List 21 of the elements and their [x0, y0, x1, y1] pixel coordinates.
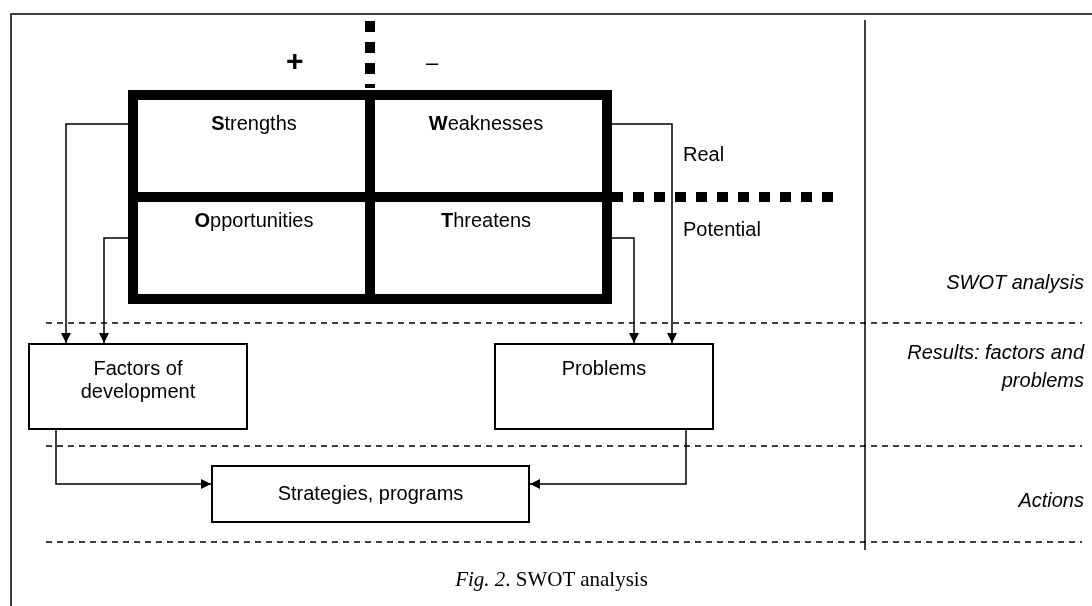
- process-box: Problems: [494, 343, 714, 430]
- plus-sign: +: [286, 44, 304, 78]
- arrow: [55, 429, 212, 489]
- process-box: Factors of development: [28, 343, 248, 430]
- arrow: [611, 237, 639, 344]
- stage-label: Results: factors and problems: [906, 340, 1084, 393]
- stage-label: Actions: [1016, 488, 1084, 513]
- swot-quadrant: Strengths: [128, 90, 375, 202]
- swot-quadrant: Weaknesses: [365, 90, 612, 202]
- swot-quadrant: Opportunities: [128, 192, 375, 304]
- arrow: [611, 123, 677, 344]
- arrow: [529, 429, 687, 489]
- region-label: Potential: [683, 218, 761, 241]
- figure-caption: Fig. 2. SWOT analysis: [455, 567, 648, 591]
- stage-label: SWOT analysis: [945, 270, 1084, 295]
- arrow: [99, 237, 129, 344]
- arrow: [61, 123, 129, 344]
- minus-sign: –: [426, 50, 439, 76]
- swot-quadrant: Threatens: [365, 192, 612, 304]
- process-box: Strategies, programs: [211, 465, 530, 523]
- region-label: Real: [683, 143, 725, 166]
